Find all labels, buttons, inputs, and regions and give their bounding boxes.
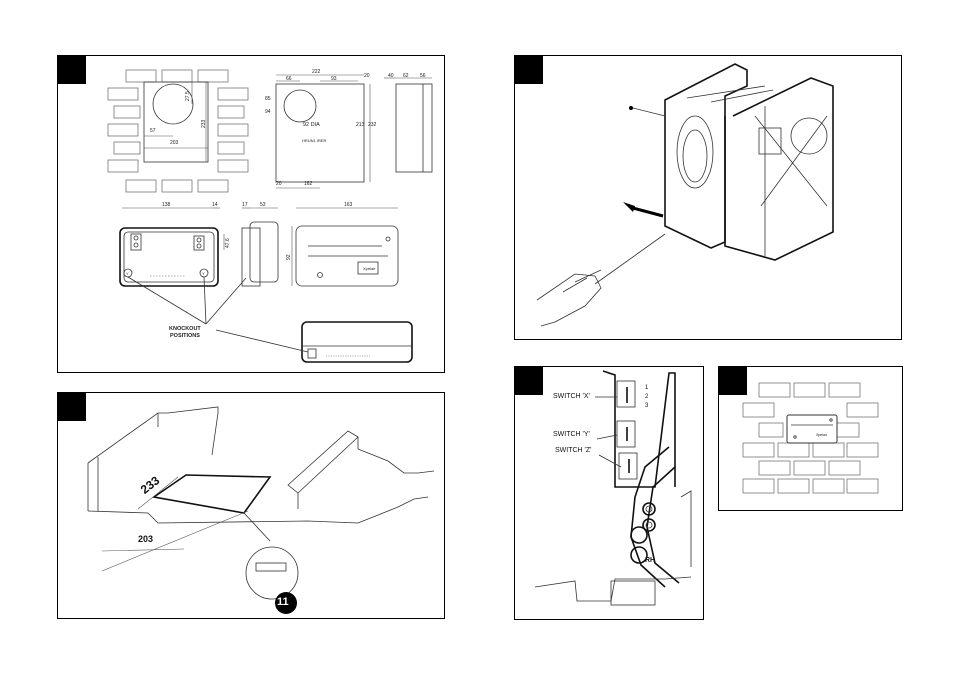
brand-logo-text: Xpelair bbox=[363, 266, 376, 271]
ceiling-cutout-drawing bbox=[87, 406, 435, 614]
dim-20-top: 20 bbox=[364, 73, 370, 79]
unit-brand-text: Xpelair bbox=[816, 433, 827, 437]
dimension-drawings: 27.5 233 57 203 222 66 93 20 40 62 56 85… bbox=[107, 69, 433, 363]
dim-40: 40 bbox=[388, 73, 394, 79]
switch-drawing bbox=[534, 370, 692, 606]
switch-number-2: 2 bbox=[645, 394, 649, 400]
switch-y-label: SWITCH 'Y' bbox=[553, 431, 590, 438]
switch-number-3: 3 bbox=[645, 403, 649, 409]
panel-tab bbox=[58, 56, 86, 84]
panel-switches: SWITCH 'X' SWITCH 'Y' SWITCH 'Z' 1 2 3 R… bbox=[514, 366, 704, 620]
dim-213: 213 bbox=[356, 122, 365, 128]
dim-53: 53 bbox=[260, 202, 266, 208]
panel-tab bbox=[515, 367, 543, 395]
dim-92-dia: 92 DIA bbox=[303, 122, 320, 128]
remove-cover-drawing bbox=[536, 63, 834, 327]
dim-20-bottom: 20 bbox=[276, 181, 282, 187]
box-drawing bbox=[119, 207, 413, 363]
panel-tab bbox=[719, 367, 747, 395]
knockout-label-line2: POSITIONS bbox=[170, 333, 200, 339]
brick-wall-drawing bbox=[107, 69, 249, 193]
panel-mounted-unit: Xpelair bbox=[718, 366, 903, 511]
dim-92: 92 bbox=[286, 254, 292, 260]
dim-66: 66 bbox=[286, 76, 292, 82]
dim-57: 57 bbox=[150, 128, 156, 134]
dim-233: 233 bbox=[201, 119, 207, 128]
mounted-unit-drawing bbox=[742, 382, 879, 494]
dim-163: 163 bbox=[344, 202, 353, 208]
dim-138: 138 bbox=[162, 202, 171, 208]
panel-tab bbox=[515, 56, 543, 84]
dim-14: 14 bbox=[212, 202, 218, 208]
panel-ceiling-cutout: 233 203 11 bbox=[57, 392, 445, 619]
dim-203: 203 bbox=[170, 140, 179, 146]
dim-85: 85 bbox=[265, 96, 271, 102]
dim-56: 56 bbox=[420, 73, 426, 79]
dim-47-6: 47.6 bbox=[225, 238, 231, 248]
dim-62: 62 bbox=[403, 73, 409, 79]
step-badge-11 bbox=[275, 592, 297, 614]
knockout-label-line1: KNOCKOUT bbox=[169, 326, 201, 332]
switch-mark-left: Y bbox=[126, 271, 129, 276]
front-plate-drawing bbox=[275, 74, 433, 189]
rh-label: RH bbox=[645, 557, 656, 564]
switch-x-label: SWITCH 'X' bbox=[553, 393, 590, 400]
dim-203-label: 203 bbox=[138, 534, 154, 544]
model-label: HRUN1 IRER bbox=[302, 138, 327, 143]
dim-27-5: 27.5 bbox=[185, 91, 191, 101]
panel-tab bbox=[58, 393, 86, 421]
dim-17: 17 bbox=[242, 202, 248, 208]
step-badge-number: 11 bbox=[277, 596, 289, 608]
panel-dimensions: 27.5 233 57 203 222 66 93 20 40 62 56 85… bbox=[57, 55, 445, 373]
dim-162: 162 bbox=[304, 181, 313, 187]
dim-222: 222 bbox=[312, 69, 321, 75]
dim-94: 94 bbox=[265, 109, 271, 115]
switch-z-label: SWITCH 'Z' bbox=[555, 447, 592, 454]
switch-mark-right: Y bbox=[202, 271, 205, 276]
panel-remove-cover bbox=[514, 55, 902, 340]
switch-number-1: 1 bbox=[645, 385, 649, 391]
dim-93: 93 bbox=[331, 76, 337, 82]
dim-232: 232 bbox=[368, 122, 377, 128]
